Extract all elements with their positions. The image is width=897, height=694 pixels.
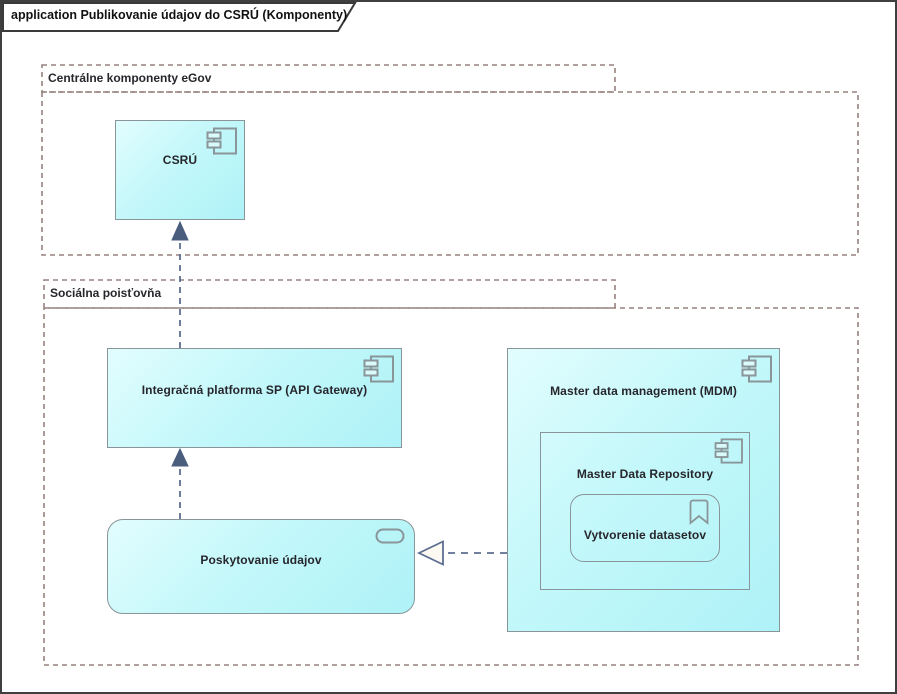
hollow-arrowhead-icon bbox=[416, 540, 444, 566]
boundary-egov-outline[interactable] bbox=[41, 64, 859, 256]
connector-flow-poskytovanie-to-integracna[interactable] bbox=[171, 447, 189, 519]
boundary-egov-label: Centrálne komponenty eGov bbox=[48, 71, 212, 85]
diagram-title: application Publikovanie údajov do CSRÚ … bbox=[11, 8, 348, 22]
component-label: Master Data Repository bbox=[576, 467, 714, 481]
component-csru[interactable]: CSRÚ bbox=[115, 120, 245, 220]
component-label: Master data management (MDM) bbox=[550, 384, 737, 398]
service-label: Poskytovanie údajov bbox=[200, 553, 322, 567]
boundary-sp-outline[interactable] bbox=[43, 279, 859, 666]
component-label: Integračná platforma SP (API Gateway) bbox=[141, 383, 368, 397]
component-integracna-platforma[interactable]: Integračná platforma SP (API Gateway) bbox=[107, 348, 402, 448]
connector-realization-mdm-to-poskytovanie[interactable] bbox=[416, 540, 507, 566]
diagram-title-tab bbox=[2, 2, 357, 32]
connector-flow-integracna-to-csru[interactable] bbox=[171, 220, 189, 348]
uml-component-icon bbox=[741, 355, 773, 388]
bookmark-ribbon-icon bbox=[689, 499, 709, 530]
boundary-sp-label: Sociálna poisťovňa bbox=[50, 286, 162, 300]
component-mdm[interactable]: Master data management (MDM) bbox=[507, 348, 780, 632]
component-master-data-repository[interactable]: Master Data Repository bbox=[540, 432, 750, 590]
uml-component-icon bbox=[363, 355, 395, 388]
element-vytvorenie-datasetov[interactable]: Vytvorenie datasetov bbox=[570, 494, 720, 562]
uml-component-icon bbox=[206, 127, 238, 160]
service-pill-icon bbox=[375, 528, 405, 549]
filled-arrowhead-icon bbox=[171, 220, 189, 241]
service-poskytovanie-udajov[interactable]: Poskytovanie údajov bbox=[107, 519, 415, 614]
element-label: Vytvorenie datasetov bbox=[583, 528, 707, 542]
component-label: CSRÚ bbox=[162, 153, 198, 167]
uml-component-icon bbox=[714, 438, 744, 469]
filled-arrowhead-icon bbox=[171, 447, 189, 467]
